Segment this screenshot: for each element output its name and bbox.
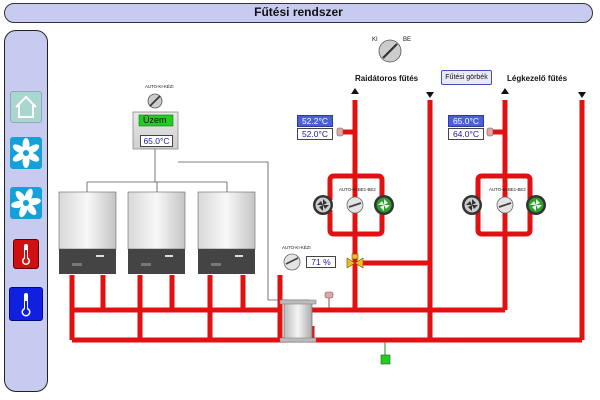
mixing-valve[interactable] (346, 253, 364, 269)
heat-exchanger (279, 299, 317, 343)
control-wiring (86, 148, 288, 301)
valve-position-display[interactable]: 71 % (306, 256, 336, 268)
controller-mode-knob[interactable] (147, 93, 163, 109)
flow-arrows (351, 88, 586, 98)
airhandler-actual-unit: °C (469, 129, 480, 139)
valve-position-value: 71 (311, 257, 321, 267)
sidebar-nav (4, 30, 48, 392)
controller-status-text: Üzem (143, 115, 167, 125)
radiator-actual-temp: 52.0°C (297, 128, 333, 140)
supply-probe-airhandler (486, 127, 494, 137)
pump-airhandler-mode-knob[interactable] (496, 196, 514, 214)
radiator-actual-unit: °C (318, 129, 329, 139)
sidebar-item-cool[interactable] (9, 287, 43, 321)
airhandler-setpoint[interactable]: 65.0°C (448, 115, 484, 127)
pump-radiator-1[interactable] (313, 195, 333, 215)
airhandler-setpoint-unit: °C (469, 116, 480, 126)
radiator-setpoint-value: 52.2 (301, 116, 319, 126)
sidebar-item-fan-1[interactable] (10, 137, 42, 169)
supply-probe-radiator (336, 127, 344, 137)
pump-radiator-2[interactable] (374, 195, 394, 215)
controller-status-display (138, 114, 174, 127)
radiator-circuit-title: Raidátoros fűtés (355, 74, 419, 83)
heating-curve-button[interactable]: Fűtési görbék (441, 70, 492, 85)
outdoor-sensor (380, 342, 391, 365)
return-probe (324, 291, 334, 308)
controller-temp-unit: °C (160, 136, 170, 146)
pump-radiator-mode-knob[interactable] (346, 196, 364, 214)
valve-mode-knob[interactable] (283, 253, 301, 271)
radiator-pump-mode-label: AUTO-KI-BE1-BE2 (339, 187, 376, 192)
radiator-actual-value: 52.0 (301, 129, 319, 139)
fan-icon (11, 188, 41, 218)
controller-temp-value: 65.0 (143, 136, 160, 146)
pump-airhandler-1[interactable] (462, 195, 482, 215)
controller-mode-label: AUTO-KI-KÉZI (145, 84, 174, 89)
sidebar-item-heat[interactable] (13, 239, 39, 269)
airhandler-pump-mode-label: AUTO-KI-BE1-BE2 (489, 187, 526, 192)
thermometer-red-icon (22, 244, 30, 265)
controller-temp-display: 65.0°C (140, 135, 173, 147)
valve-mode-label: AUTO-KI-KÉZI (282, 245, 311, 250)
sidebar-item-fan-2[interactable] (10, 187, 42, 219)
valve-position-unit: % (323, 257, 331, 267)
fan-icon (12, 138, 40, 168)
pump-airhandler-2[interactable] (526, 195, 546, 215)
main-switch-knob[interactable] (378, 39, 402, 63)
page-title: Fűtési rendszer (4, 3, 593, 23)
radiator-setpoint[interactable]: 52.2°C (297, 115, 333, 127)
boiler-3[interactable] (197, 191, 256, 274)
main-switch-off-label: KI (372, 37, 378, 43)
airhandler-actual-value: 64.0 (452, 129, 470, 139)
house-icon (15, 95, 37, 118)
thermometer-blue-icon (21, 293, 31, 317)
airhandler-setpoint-value: 65.0 (452, 116, 470, 126)
airhandler-circuit-title: Légkezelő fűtés (507, 74, 568, 83)
sidebar-item-home[interactable] (10, 91, 42, 123)
radiator-setpoint-unit: °C (318, 116, 329, 126)
boiler-1[interactable] (58, 191, 117, 274)
pipe-network (69, 100, 585, 343)
airhandler-actual-temp: 64.0°C (448, 128, 484, 140)
main-switch-on-label: BE (403, 37, 412, 43)
boiler-2[interactable] (127, 191, 186, 274)
